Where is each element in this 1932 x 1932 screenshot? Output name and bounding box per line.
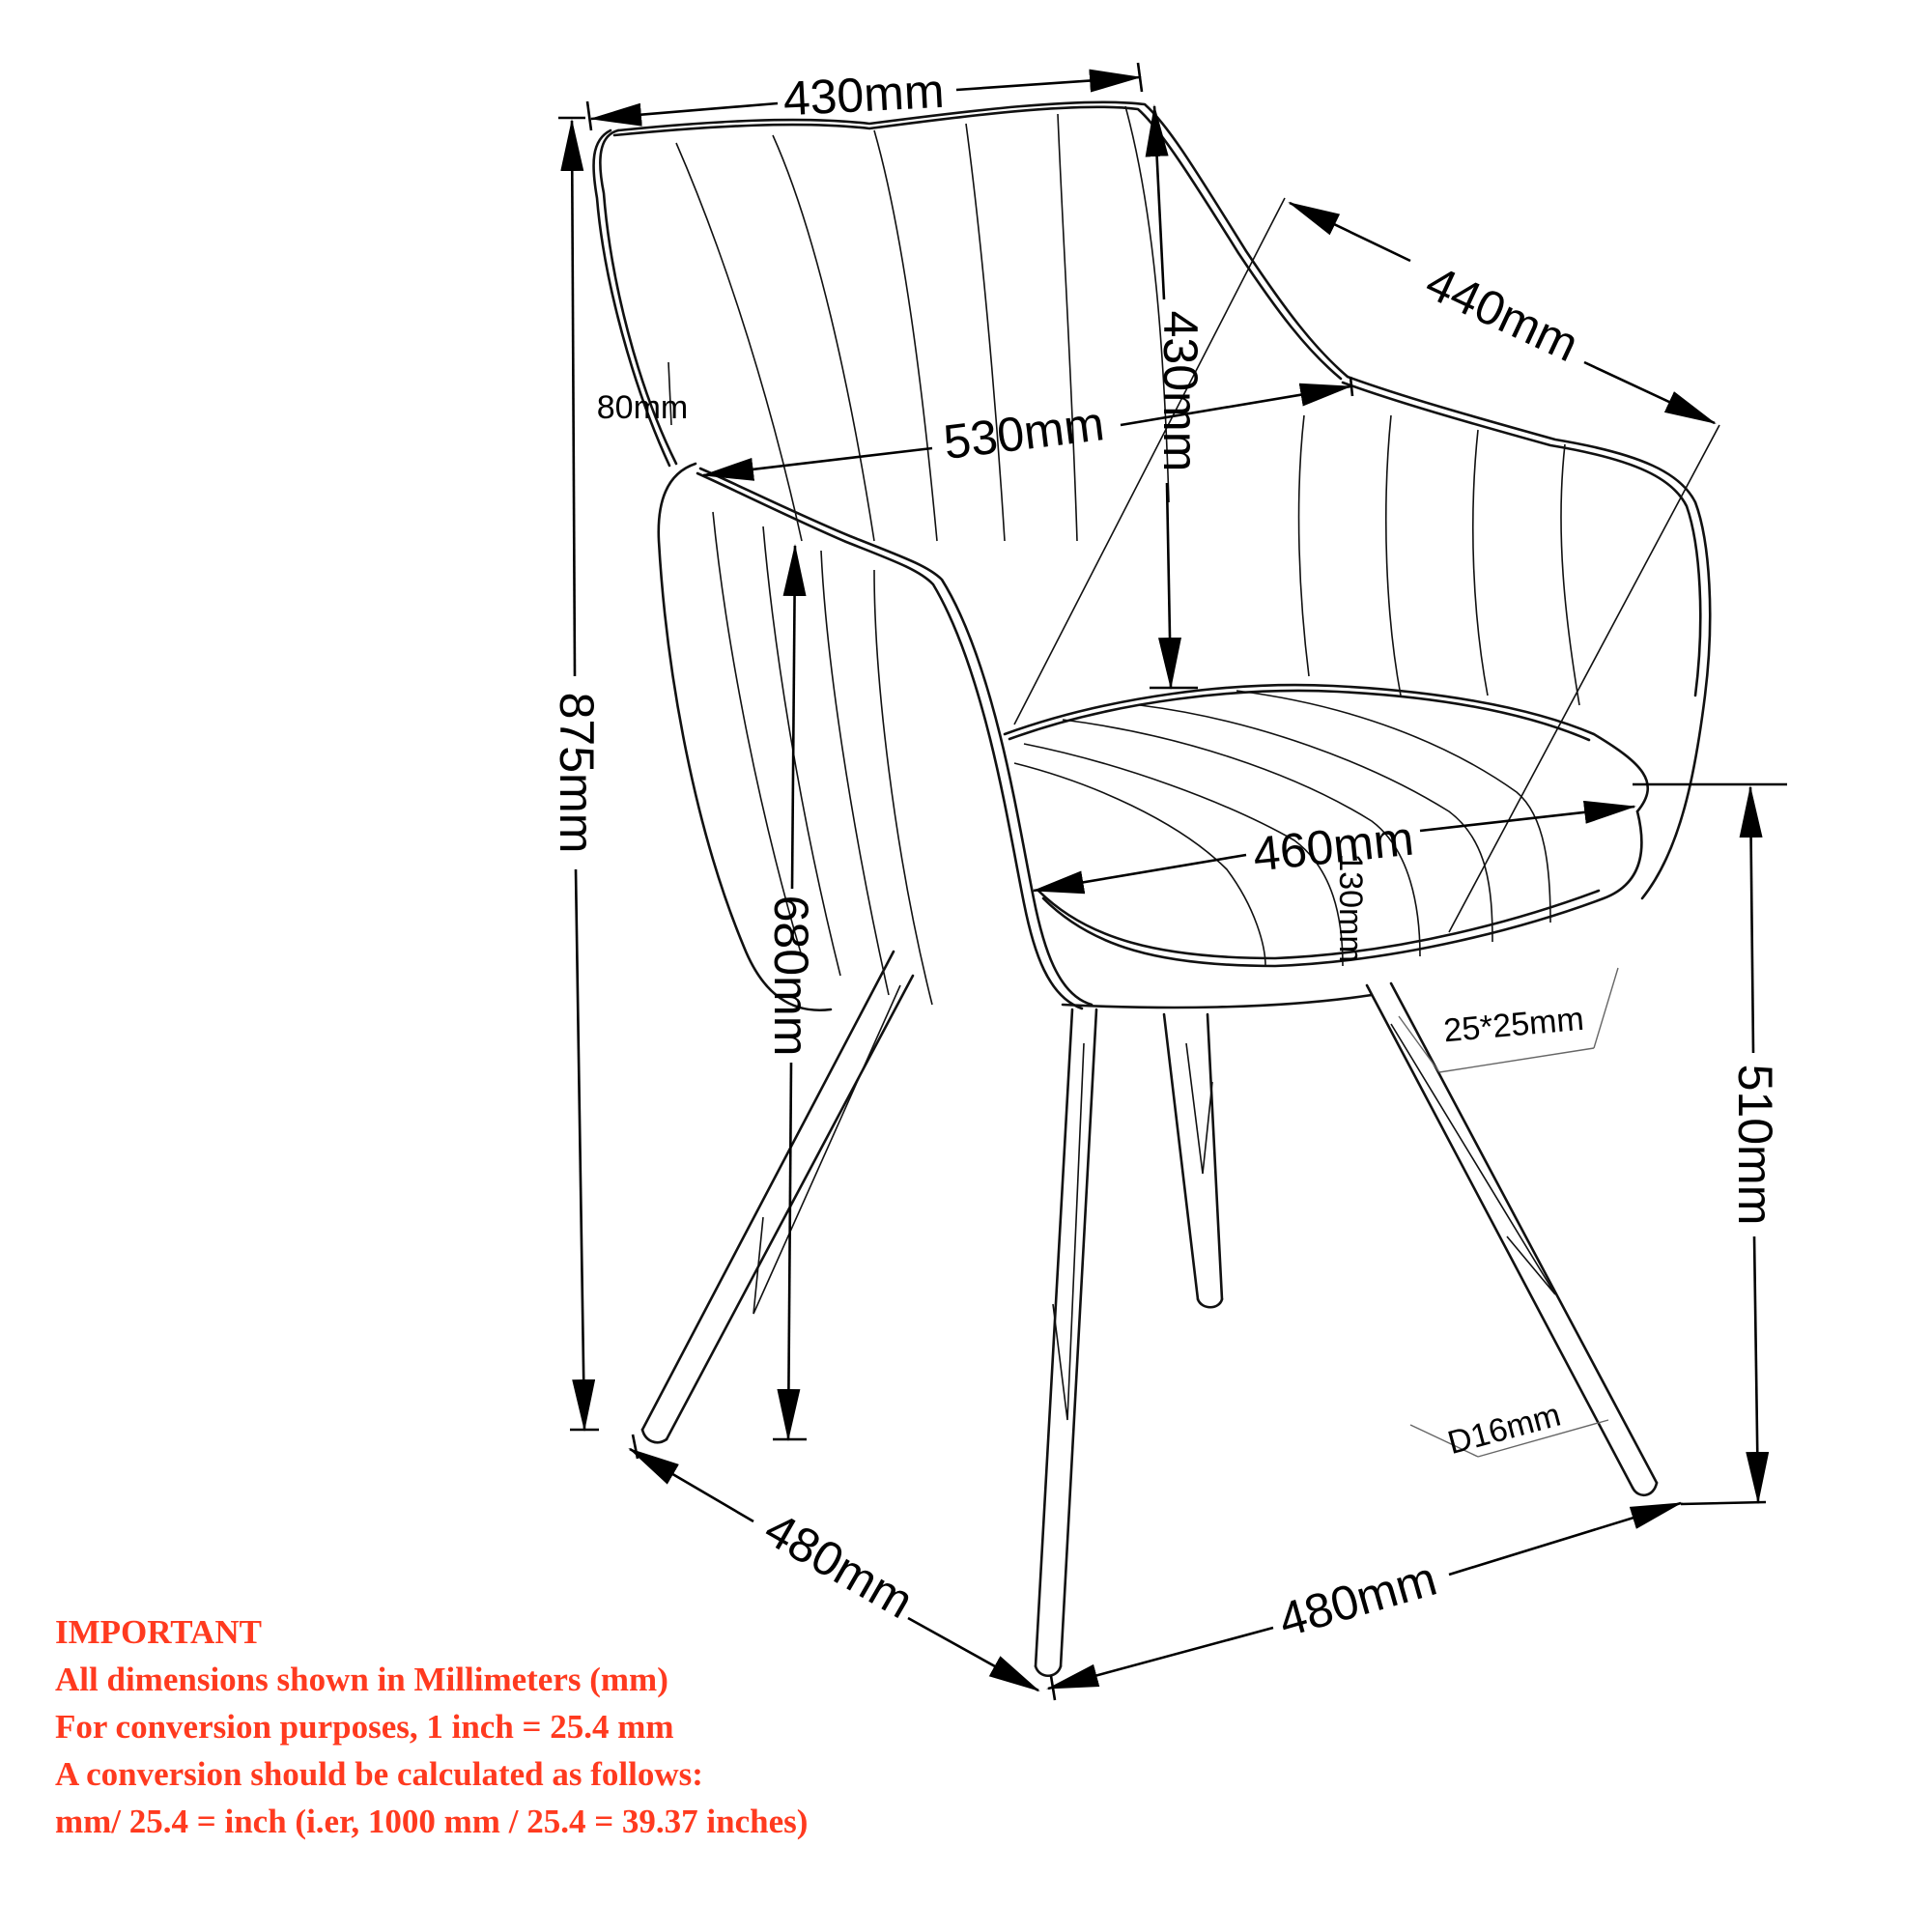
- notes-heading: IMPORTANT: [55, 1613, 262, 1651]
- dim-depth: 440mm: [1418, 255, 1587, 372]
- notes-line-1: All dimensions shown in Millimeters (mm): [55, 1661, 668, 1698]
- dim-arm-height: 680mm: [764, 895, 818, 1057]
- dim-seat-height: 510mm: [1728, 1065, 1782, 1226]
- notes-line-2: For conversion purposes, 1 inch = 25.4 m…: [55, 1708, 674, 1746]
- dim-leg-diameter: D16mm: [1444, 1397, 1565, 1463]
- dimension-labels: 430mm 430mm 440mm 530mm 80mm 875mm 680mm…: [550, 64, 1782, 1648]
- dim-back-width: 430mm: [781, 64, 945, 127]
- dim-total-height: 875mm: [550, 693, 604, 854]
- notes-line-4: mm/ 25.4 = inch (i.er, 1000 mm / 25.4 = …: [55, 1803, 809, 1840]
- conversion-notes: IMPORTANT All dimensions shown in Millim…: [55, 1608, 1214, 1845]
- notes-line-3: A conversion should be calculated as fol…: [55, 1755, 703, 1793]
- dim-base-right: 480mm: [1272, 1551, 1442, 1648]
- dim-seat-thickness: 130mm: [1332, 853, 1369, 962]
- dimension-lines: [558, 62, 1787, 1701]
- dim-leg-profile: 25*25mm: [1442, 1001, 1585, 1050]
- dim-arm-pad: 80mm: [597, 389, 688, 426]
- dim-back-height: 430mm: [1153, 311, 1208, 472]
- dim-arm-width: 530mm: [941, 396, 1107, 469]
- chair-outline: [592, 100, 1712, 1678]
